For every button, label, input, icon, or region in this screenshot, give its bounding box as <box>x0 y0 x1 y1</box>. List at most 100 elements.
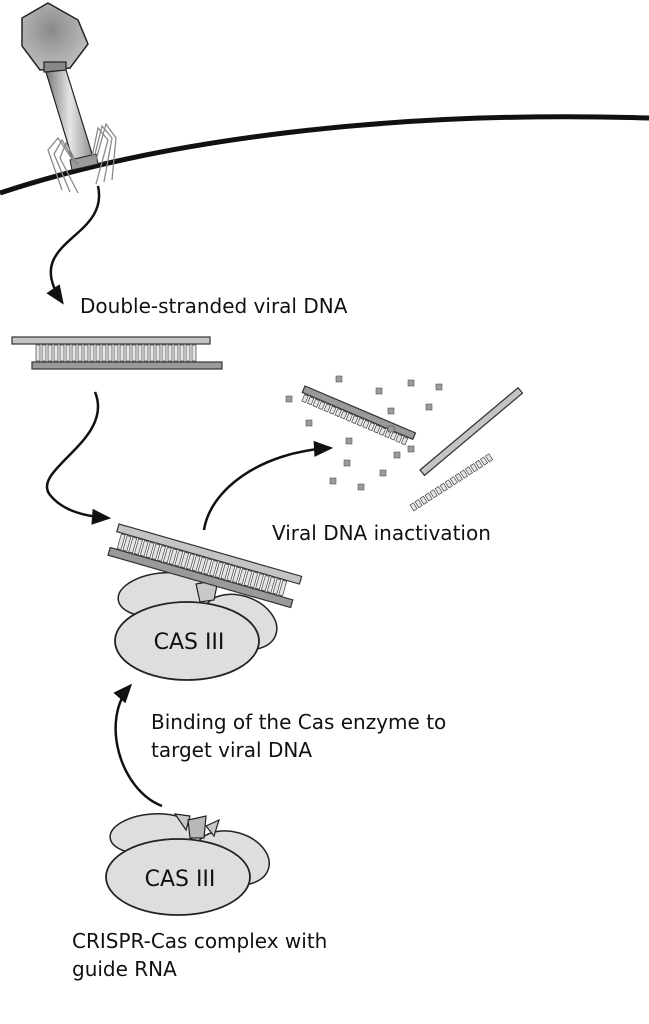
base-pair <box>162 546 172 564</box>
cas-label-bound: CAS III <box>154 630 225 655</box>
cleaved-dna <box>285 375 524 512</box>
base-pair <box>95 344 101 362</box>
base-pair <box>469 463 479 473</box>
dna-debris-fragment <box>393 451 401 459</box>
base-pair <box>77 344 83 362</box>
dna-debris-fragment <box>343 459 351 467</box>
base-pair <box>174 550 184 567</box>
base-pair <box>367 422 376 432</box>
arrow-to-binding <box>45 391 112 525</box>
base-pair <box>128 536 138 554</box>
base-pair <box>145 541 155 559</box>
base-pair <box>47 344 53 362</box>
base-pair <box>474 459 484 469</box>
base-pair <box>429 489 438 499</box>
arrow-to-inactivation <box>202 440 334 531</box>
base-pair <box>119 344 125 362</box>
base-pair <box>318 401 326 411</box>
bound-dna-strand-top <box>116 523 303 585</box>
base-pair <box>362 419 370 429</box>
bound-dna-strand-bottom <box>107 546 294 609</box>
base-pair <box>272 578 282 595</box>
arrow-binding <box>113 683 163 808</box>
binding-label-line2: target viral DNA <box>151 738 312 762</box>
base-pair <box>167 344 173 362</box>
base-pair <box>125 344 131 362</box>
cleaved-strand-b-bases <box>409 453 494 512</box>
base-pair <box>400 436 409 446</box>
cleaved-strand-b <box>419 386 524 477</box>
base-pair <box>351 415 359 425</box>
base-pair <box>395 433 403 443</box>
base-pair <box>278 579 288 597</box>
dna-debris-fragment <box>329 477 337 485</box>
dna-debris-fragment <box>407 379 415 387</box>
base-pair <box>439 482 448 492</box>
base-pair <box>185 344 191 362</box>
base-pair <box>71 344 77 362</box>
dna-debris-fragment <box>335 375 343 383</box>
bacteriophage-icon <box>21 2 117 194</box>
dna-strand-bottom <box>31 361 223 370</box>
dna-debris-fragment <box>305 419 313 427</box>
base-pair <box>151 543 161 560</box>
arrow-injection <box>46 185 101 305</box>
base-pair <box>249 571 259 589</box>
base-pair <box>243 569 253 587</box>
base-pair <box>191 344 197 362</box>
base-pair <box>334 408 342 418</box>
dna-base-pairs <box>35 344 197 362</box>
base-pair <box>180 551 190 569</box>
base-pair <box>409 502 418 512</box>
base-pair <box>134 538 143 555</box>
base-pair <box>143 344 149 362</box>
complex-label-line1: CRISPR-Cas complex with <box>72 929 327 953</box>
base-pair <box>340 410 348 420</box>
guide-rna-free-3 <box>205 818 220 838</box>
dna-debris-fragment <box>387 425 395 433</box>
base-pair <box>214 561 224 579</box>
base-pair <box>459 469 468 479</box>
base-pair <box>266 576 276 593</box>
cas-subunit-front <box>114 601 260 681</box>
cleaved-strand-a-bases <box>301 394 409 446</box>
complex-label-line2: guide RNA <box>72 957 177 981</box>
inactivation-label: Viral DNA inactivation <box>272 521 491 545</box>
base-pair <box>209 560 218 577</box>
base-pair <box>185 553 195 570</box>
base-pair <box>131 344 137 362</box>
base-pair <box>122 535 132 552</box>
free-cas-subunit-front <box>105 838 251 916</box>
base-pair <box>454 472 463 482</box>
dsdna-label: Double-stranded viral DNA <box>80 294 348 318</box>
base-pair <box>157 545 166 562</box>
dna-strand-top <box>11 336 211 345</box>
cas-label-free: CAS III <box>145 867 216 892</box>
dna-debris <box>285 375 443 491</box>
base-pair <box>101 344 107 362</box>
base-pair <box>444 479 453 489</box>
base-pair <box>301 394 309 404</box>
base-pair <box>312 398 320 408</box>
base-pair <box>329 405 337 415</box>
bound-dna-base-pairs <box>116 533 288 597</box>
base-pair <box>149 344 155 362</box>
dsdna-molecule <box>11 336 223 370</box>
base-pair <box>260 574 270 592</box>
dna-debris-fragment <box>345 437 353 445</box>
base-pair <box>424 492 433 502</box>
base-pair <box>191 555 201 572</box>
phage-tail-fibers <box>47 122 117 194</box>
base-pair <box>168 548 178 565</box>
base-pair <box>41 344 47 362</box>
bound-cas-complex: CAS III <box>107 523 303 681</box>
dna-debris-fragment <box>379 469 387 477</box>
base-pair <box>197 556 207 574</box>
base-pair <box>155 344 161 362</box>
dna-debris-fragment <box>357 483 365 491</box>
base-pair <box>434 485 443 496</box>
dna-debris-fragment <box>387 407 395 415</box>
base-pair <box>449 476 458 486</box>
base-pair <box>378 426 387 436</box>
